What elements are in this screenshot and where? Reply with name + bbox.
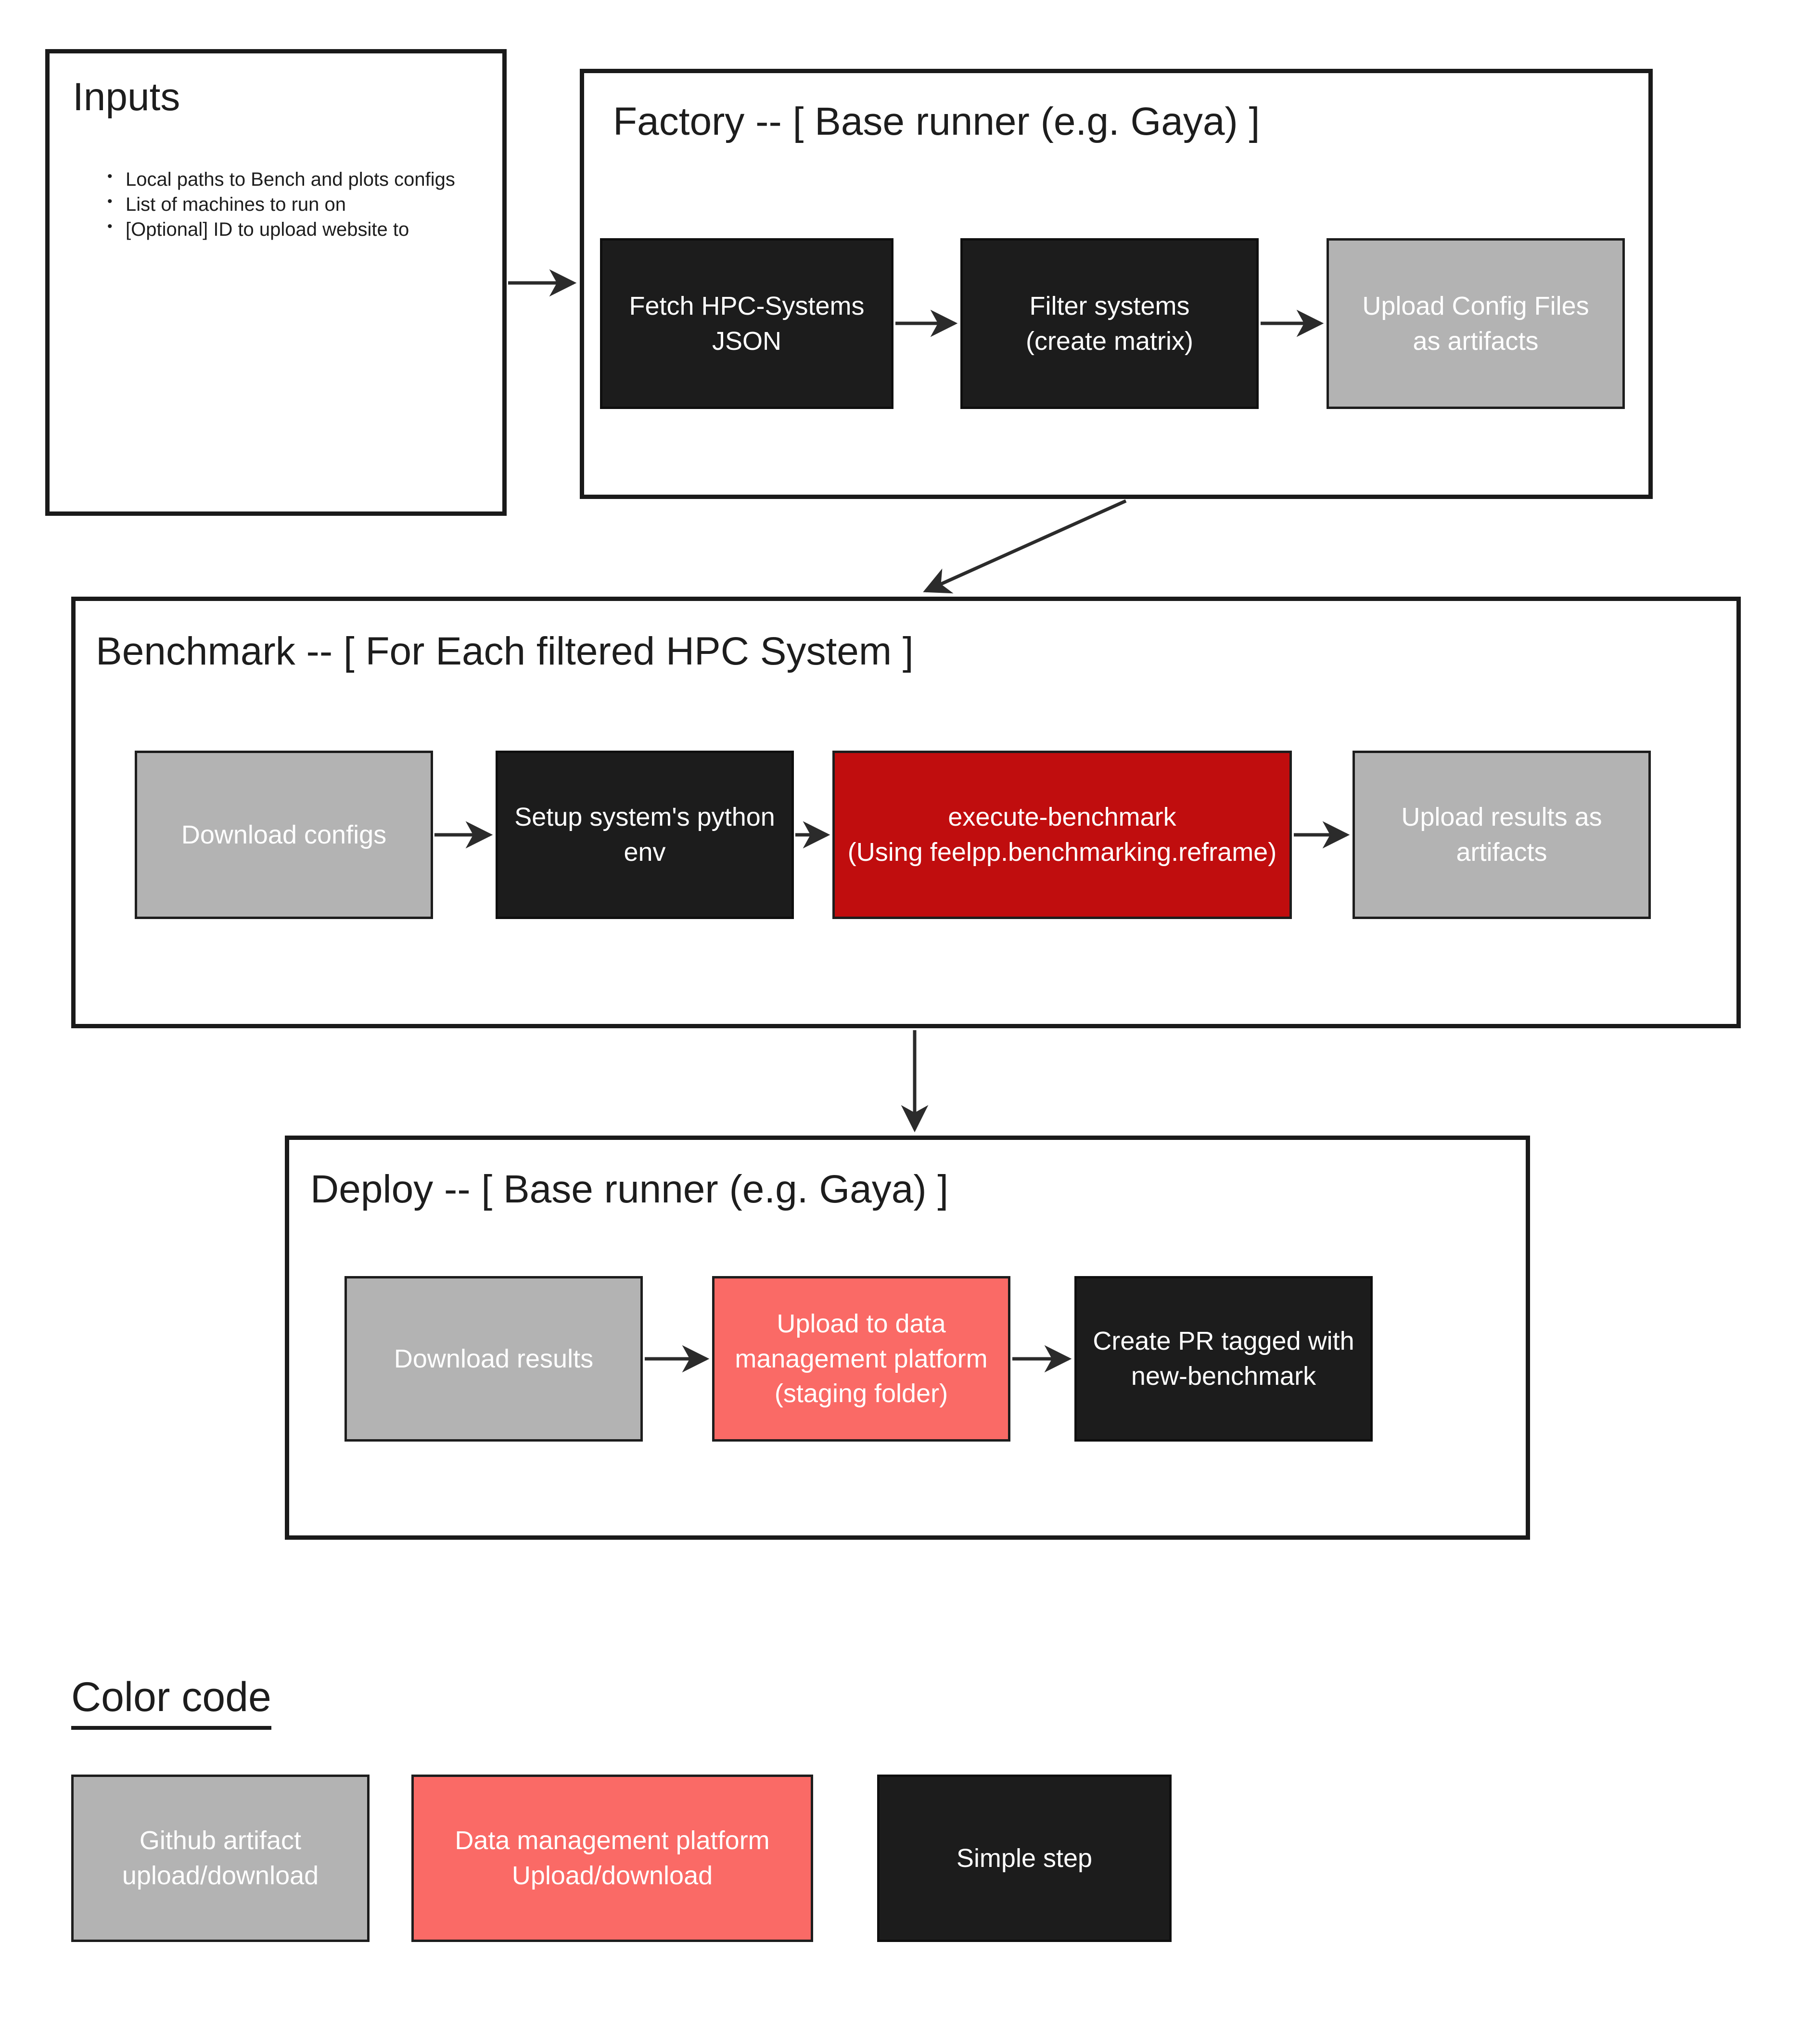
step-fetch-hpc-systems-json: Fetch HPC-Systems JSON xyxy=(600,238,893,409)
step-setup-python-env: Setup system's python env xyxy=(496,751,794,919)
step-label: Fetch HPC-Systems JSON xyxy=(629,291,865,356)
legend-github-artifact: Github artifact upload/download xyxy=(71,1775,370,1942)
factory-title: Factory -- [ Base runner (e.g. Gaya) ] xyxy=(613,100,1260,143)
step-download-configs: Download configs xyxy=(135,751,433,919)
benchmark-title: Benchmark -- [ For Each filtered HPC Sys… xyxy=(96,629,914,673)
inputs-bullet-list: Local paths to Bench and plots configs L… xyxy=(50,167,502,242)
step-label: Download configs xyxy=(181,820,387,849)
step-label: execute-benchmark (Using feelpp.benchmar… xyxy=(847,803,1277,867)
inputs-bullet-item: List of machines to run on xyxy=(107,192,483,217)
step-upload-results: Upload results as artifacts xyxy=(1353,751,1651,919)
legend-simple-step: Simple step xyxy=(877,1775,1172,1942)
step-upload-data-platform: Upload to data management platform (stag… xyxy=(712,1276,1010,1442)
inputs-bullet-item: [Optional] ID to upload website to xyxy=(107,217,483,242)
step-upload-config-files: Upload Config Files as artifacts xyxy=(1327,238,1625,409)
step-label: Upload results as artifacts xyxy=(1401,803,1602,867)
legend-label: Simple step xyxy=(956,1843,1093,1873)
inputs-section: Inputs Local paths to Bench and plots co… xyxy=(45,49,507,516)
step-label: Setup system's python env xyxy=(514,803,775,867)
color-code-heading-text: Color code xyxy=(71,1674,271,1730)
step-create-pr: Create PR tagged with new-benchmark xyxy=(1074,1276,1373,1442)
step-filter-systems: Filter systems (create matrix) xyxy=(960,238,1259,409)
step-label: Create PR tagged with new-benchmark xyxy=(1093,1327,1354,1391)
legend-label: Data management platform Upload/download xyxy=(455,1826,770,1890)
inputs-bullet-item: Local paths to Bench and plots configs xyxy=(107,167,483,192)
arrow-factory-to-benchmark xyxy=(923,499,1127,594)
inputs-title: Inputs xyxy=(73,75,180,119)
color-code-heading: Color code xyxy=(71,1674,271,1730)
step-label: Upload to data management platform (stag… xyxy=(735,1309,988,1408)
legend-data-platform: Data management platform Upload/download xyxy=(411,1775,813,1942)
deploy-title: Deploy -- [ Base runner (e.g. Gaya) ] xyxy=(310,1167,949,1211)
step-label: Upload Config Files as artifacts xyxy=(1362,291,1589,356)
step-execute-benchmark: execute-benchmark (Using feelpp.benchmar… xyxy=(832,751,1292,919)
step-label: Download results xyxy=(394,1344,594,1373)
step-label: Filter systems (create matrix) xyxy=(1025,291,1194,356)
legend-label: Github artifact upload/download xyxy=(122,1826,319,1890)
step-download-results: Download results xyxy=(345,1276,643,1442)
